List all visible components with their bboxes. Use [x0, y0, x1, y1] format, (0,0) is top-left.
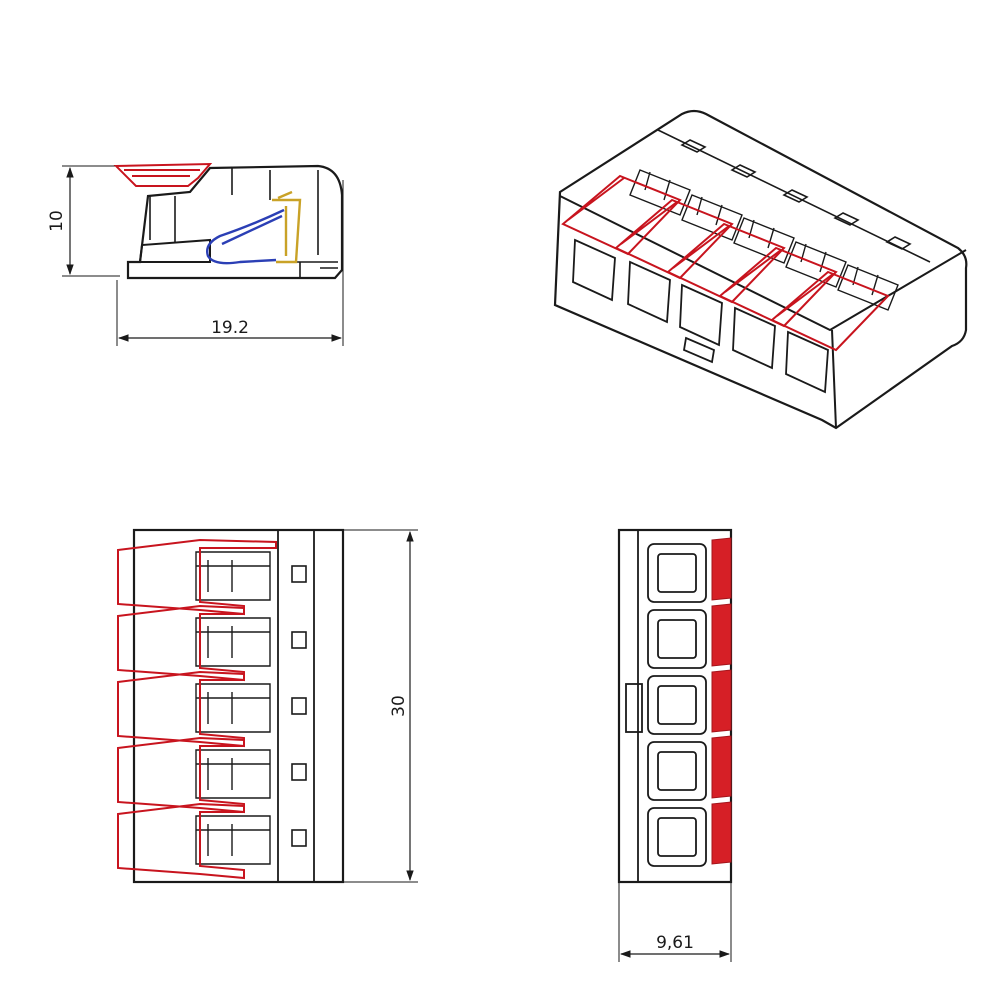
end-levers	[711, 537, 732, 865]
depth-dimension-label: 9,61	[656, 933, 694, 953]
top-housing-outline	[132, 528, 345, 884]
side-contact	[272, 190, 302, 264]
length-dimension-label: 19.2	[211, 318, 249, 338]
iso-top-face	[553, 109, 968, 430]
top-windows	[291, 565, 307, 847]
side-view: 10 19.2	[47, 162, 344, 346]
iso-top-slots	[680, 139, 912, 250]
iso-levers	[561, 174, 890, 352]
side-housing-outline	[126, 164, 344, 280]
end-side-latch	[625, 683, 643, 733]
end-wire-holes	[647, 543, 707, 867]
top-view: 30	[117, 528, 418, 884]
end-view: 9,61	[617, 528, 733, 962]
isometric-view	[553, 109, 968, 430]
height-dimension-label: 10	[47, 210, 67, 232]
side-spring	[206, 208, 285, 265]
top-levers	[117, 538, 277, 880]
side-lever	[113, 162, 213, 187]
width-dimension-label: 30	[389, 695, 409, 717]
iso-front-pockets	[572, 238, 829, 394]
